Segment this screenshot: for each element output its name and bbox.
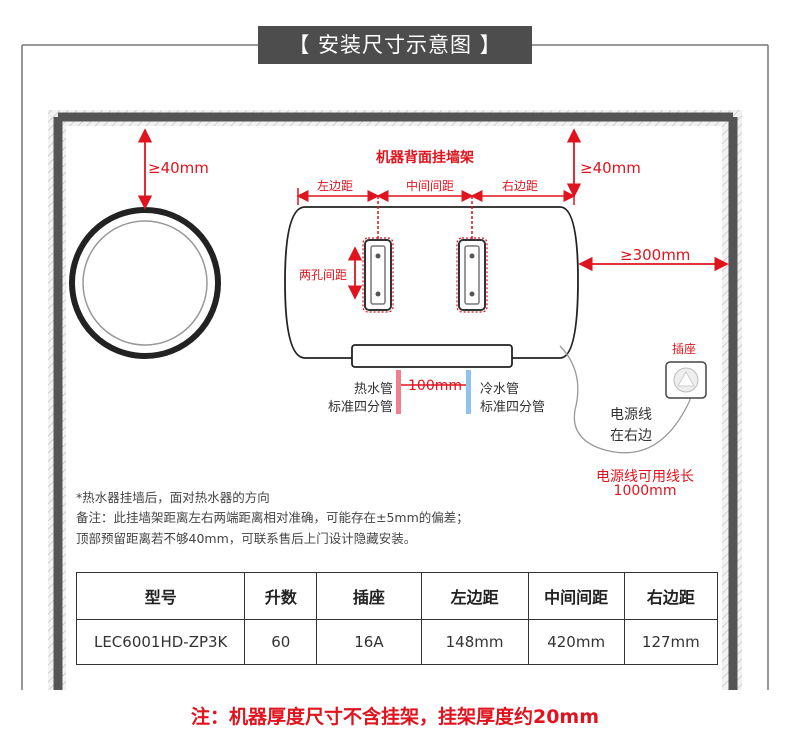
note-line-2: 备注：此挂墙架距离左右两端距离相对准确，可能存在±5mm的偏差； — [76, 510, 469, 525]
power-socket — [665, 361, 707, 399]
table-header-row: 型号 升数 插座 左边距 中间间距 右边距 — [75, 572, 719, 620]
cold-pipe — [466, 370, 471, 414]
right-wall-bracket — [456, 237, 488, 313]
table-header-cell: 升数 — [244, 572, 318, 620]
left-margin-label: 左边距 — [317, 179, 354, 193]
cold-pipe-label-1: 冷水管 — [480, 382, 520, 397]
heater-front-body — [284, 206, 579, 368]
top-right-gap-label: ≥40mm — [580, 159, 641, 177]
table-cell: 16A — [316, 619, 422, 665]
hot-pipe — [396, 370, 401, 414]
cord-label-1: 电源线 — [610, 407, 652, 423]
table-header-cell: 右边距 — [623, 572, 719, 620]
table-row: LEC6001HD-ZP3K 60 16A 148mm 420mm 127mm — [75, 619, 719, 665]
table-header-cell: 型号 — [75, 572, 246, 620]
table-header-cell: 插座 — [316, 572, 422, 620]
power-cord — [559, 345, 691, 454]
footer-note: 注：机器厚度尺寸不含挂架，挂架厚度约20mm — [190, 706, 600, 728]
heater-bottom-panel — [351, 344, 513, 368]
cold-pipe-label-2: 标准四分管 — [480, 400, 546, 415]
page-title: 【 安装尺寸示意图 】 — [258, 26, 532, 64]
table-cell: 127mm — [623, 619, 719, 665]
pipe-distance-label: 100mm — [408, 378, 462, 394]
bracket-title: 机器背面挂墙架 — [376, 150, 474, 166]
top-left-gap-label: ≥40mm — [148, 159, 209, 177]
cord-label-2: 在右边 — [610, 428, 652, 444]
left-wall-bracket — [362, 237, 394, 313]
spec-table: 型号 升数 插座 左边距 中间间距 右边距 LEC6001HD-ZP3K 60 … — [75, 572, 719, 665]
side-gap-label: ≥300mm — [620, 246, 691, 264]
hot-pipe-label-1: 热水管 — [353, 382, 393, 397]
table-cell: 148mm — [420, 619, 529, 665]
middle-distance-label: 中间间距 — [406, 179, 455, 193]
socket-label: 插座 — [672, 342, 697, 356]
heater-side-view — [69, 207, 221, 359]
cord-length-label-2: 1000mm — [613, 483, 677, 499]
hot-pipe-label-2: 标准四分管 — [327, 400, 393, 415]
note-line-3: 顶部预留距离若不够40mm，可联系售后上门设计隐藏安装。 — [76, 531, 417, 546]
cord-length-label-1: 电源线可用线长 — [596, 469, 694, 485]
table-cell: 60 — [244, 619, 318, 665]
hole-distance-label: 两孔间距 — [299, 268, 348, 282]
table-cell: LEC6001HD-ZP3K — [75, 619, 246, 665]
table-header-cell: 中间间距 — [527, 572, 625, 620]
bracket-dimension — [296, 188, 576, 240]
right-margin-label: 右边距 — [502, 179, 539, 193]
table-header-cell: 左边距 — [420, 572, 529, 620]
table-cell: 420mm — [527, 619, 625, 665]
note-line-1: *热水器挂墙后，面对热水器的方向 — [76, 490, 270, 505]
